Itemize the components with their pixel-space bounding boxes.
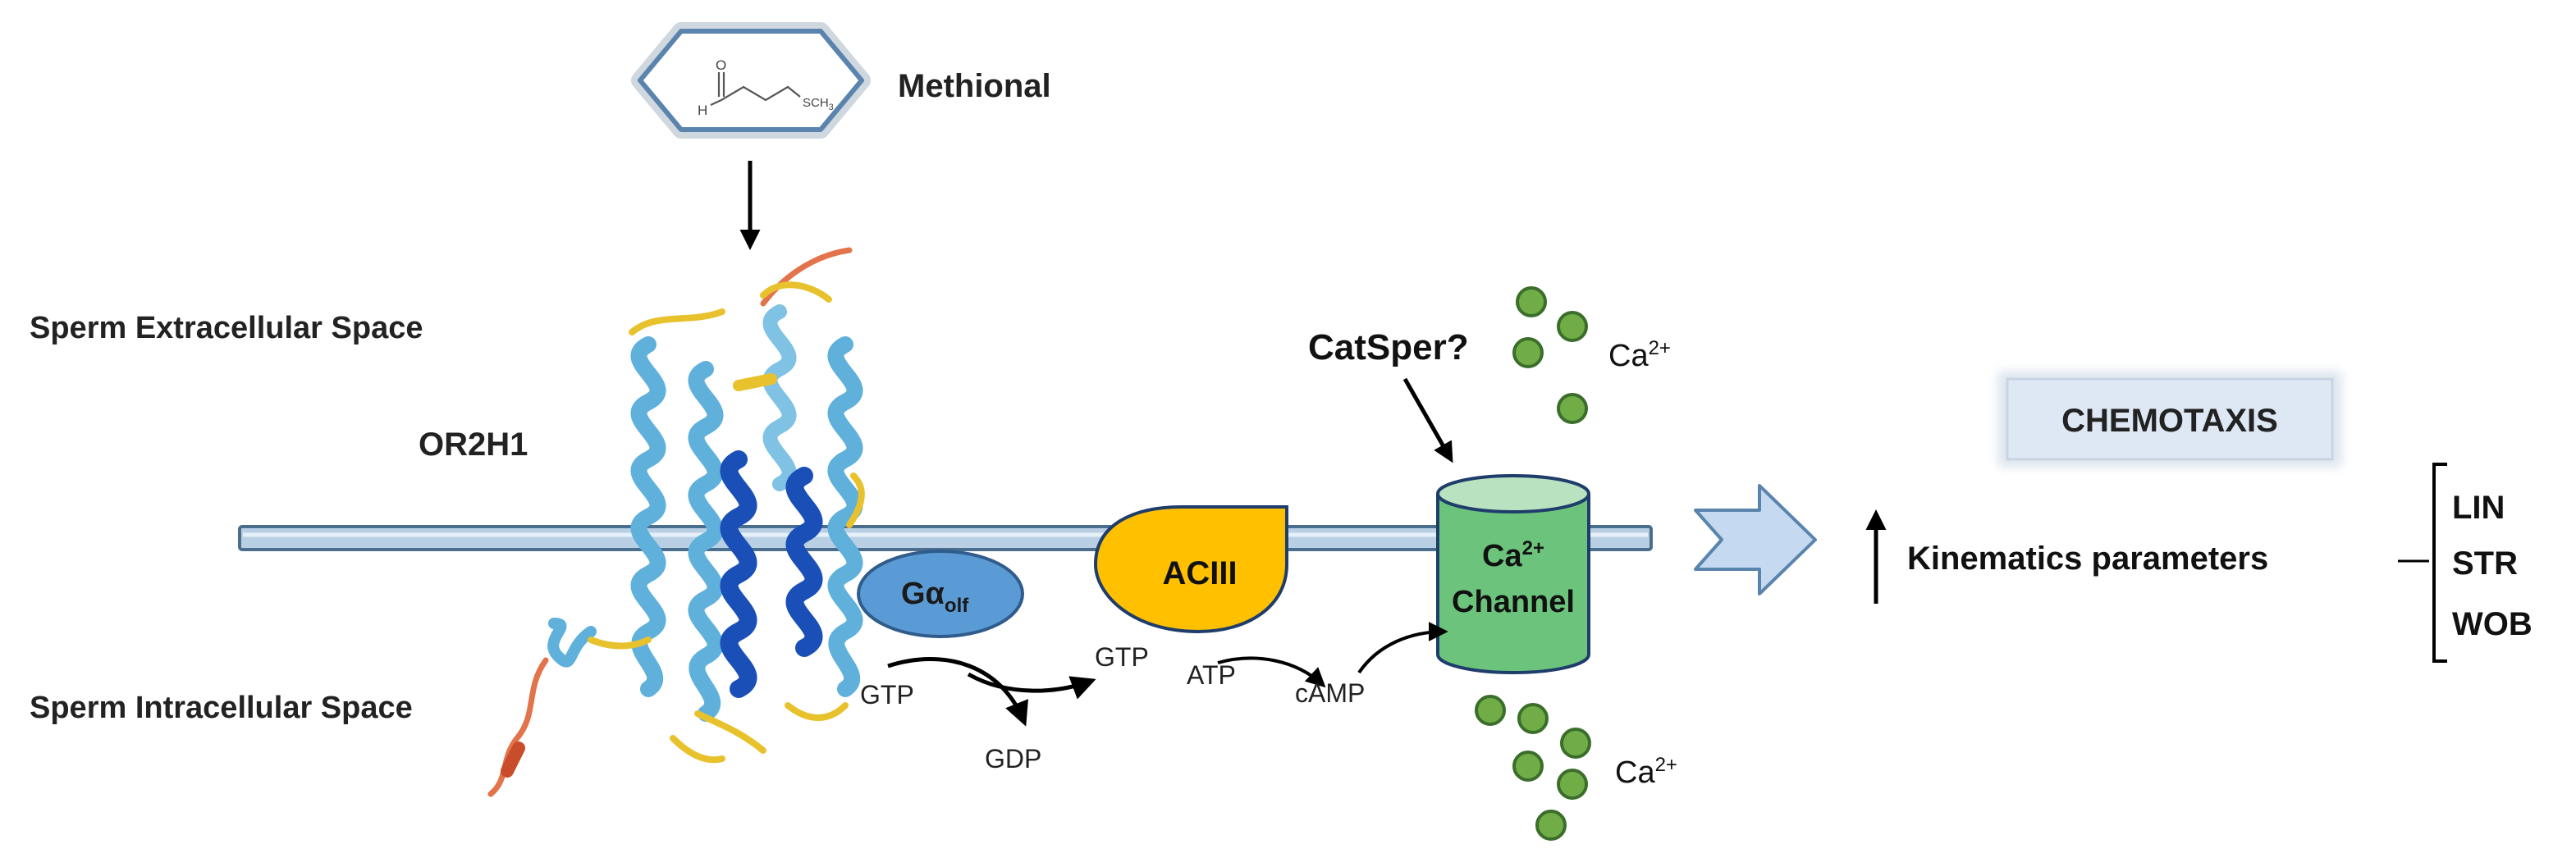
extracellular-label: Sperm Extracellular Space [30,311,423,345]
calcium-label-intracellular: Ca2+ [1615,754,1677,790]
camp-channel-arrow [1357,622,1448,674]
molecule-name: Methional [898,68,1051,104]
chemotaxis-label: CHEMOTAXIS [2061,403,2278,439]
calcium-ion [1560,728,1591,759]
calcium-ion [1557,393,1588,424]
calcium-ion [1557,769,1588,800]
channel-label-line1: Ca2+ [1482,537,1544,573]
bracket-icon [2432,463,2447,663]
structure-oxygen: O [716,57,726,73]
parameter-str: STR [2452,545,2518,582]
gdp-output-label: GDP [985,744,1041,773]
cell-membrane [238,525,1653,551]
protein-ribbon-icon [487,247,865,797]
parameter-lin: LIN [2452,490,2505,526]
calcium-ion [1517,703,1549,734]
adenylyl-cyclase-iii [1093,505,1288,634]
structure-sulfur-group: SCH3 [803,96,834,112]
calcium-ion [1512,751,1544,782]
structure-hydrogen: H [698,103,707,118]
channel-label-line2: Channel [1452,585,1575,619]
camp-label: cAMP [1295,678,1365,708]
chemotaxis-box [2006,377,2334,461]
kinematics-label: Kinematics parameters [1907,541,2268,577]
gtp-input-label: GTP [860,680,914,710]
calcium-ion [1557,311,1588,342]
parameter-wob: WOB [2452,606,2533,642]
calcium-channel [1436,474,1590,674]
calcium-ion [1512,337,1544,368]
gtp-gdp-reaction-arrow [887,657,1028,727]
calcium-label-extracellular: Ca2+ [1608,337,1671,373]
receptor-label: OR2H1 [419,427,528,463]
methional-structure [710,72,801,106]
gtp-to-ac-label: GTP [1095,642,1149,672]
gtp-transfer-arrow [967,672,1096,700]
g-protein-olf [857,550,1024,638]
calcium-ions-extracellular [1512,286,1588,424]
calcium-ion [1475,695,1506,726]
catsper-arrow [1402,377,1453,463]
catsper-label: CatSper? [1308,327,1469,367]
atp-label: ATP [1187,660,1236,690]
adenylyl-cyclase-label: ACIII [1162,555,1237,591]
calcium-ions-intracellular [1475,695,1591,841]
atp-camp-arrow [1217,656,1326,688]
calcium-ion [1516,286,1547,317]
g-protein-label: Gαolf [901,577,969,617]
intracellular-label: Sperm Intracellular Space [30,691,413,725]
methional-molecule: O H SCH3 [631,22,871,139]
block-arrow-icon [1694,484,1817,595]
calcium-ion [1535,810,1567,841]
